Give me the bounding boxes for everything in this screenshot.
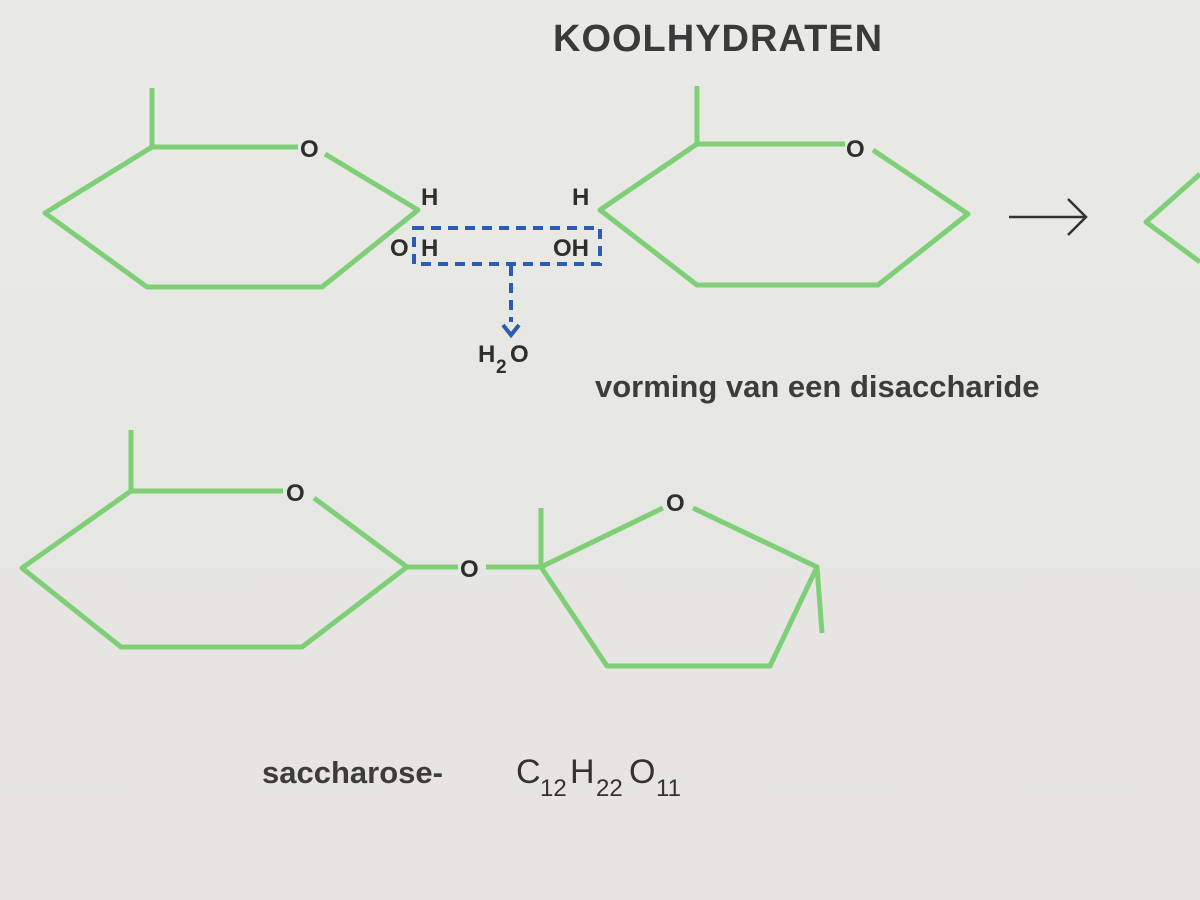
right-arrow-icon (1067, 198, 1088, 236)
left-h-bottom: H (421, 235, 438, 262)
water-subscript: 2 (496, 357, 507, 378)
sucrose-formula: C 12 H 22 O 11 (516, 753, 681, 802)
right-h-top: H (572, 184, 589, 211)
sucrose-name: saccharose- (262, 755, 443, 790)
right-oh-label: OH (553, 235, 589, 262)
left-o-label: O (390, 235, 409, 262)
fructose-ch2oh-bond (814, 566, 825, 634)
right-hexose-ring: O (597, 86, 971, 288)
left-ring-oxygen: O (300, 136, 319, 163)
sucrose-fructose-ring: O (538, 490, 825, 669)
sucrose-glucose-ring: O (19, 430, 410, 650)
fructose-bond-to-o (539, 505, 665, 570)
bridge-oxygen: O (460, 556, 479, 583)
partial-product-ring (1143, 172, 1200, 265)
arrow-down-icon (501, 323, 521, 339)
right-ring-body (597, 141, 971, 288)
water-o: O (510, 341, 529, 368)
formula-o-count: 11 (656, 775, 681, 802)
glucose-ring-oxygen: O (286, 480, 305, 507)
glucose-ring-body (19, 488, 410, 650)
fructose-ring-body (538, 505, 820, 669)
dashed-box (412, 226, 602, 266)
reaction-caption: vorming van een disaccharide (595, 369, 1040, 404)
water-removal-box (412, 226, 602, 339)
formula-h: H (570, 753, 595, 791)
reaction-arrow (1009, 198, 1088, 236)
left-h-top: H (421, 184, 438, 211)
formula-o: O (629, 753, 655, 791)
page-title: KOOLHYDRATEN (553, 18, 883, 60)
water-h: H (478, 341, 495, 368)
formula-h-count: 22 (596, 775, 623, 802)
formula-c-count: 12 (540, 775, 567, 802)
formula-c: C (516, 753, 541, 791)
left-ring-body (42, 144, 421, 290)
left-hexose-ring: O (42, 88, 421, 290)
right-ring-oxygen: O (846, 136, 865, 163)
glycosidic-bridge: O (407, 556, 541, 583)
fructose-ring-oxygen: O (666, 490, 685, 517)
water-product: H 2 O (478, 341, 529, 378)
